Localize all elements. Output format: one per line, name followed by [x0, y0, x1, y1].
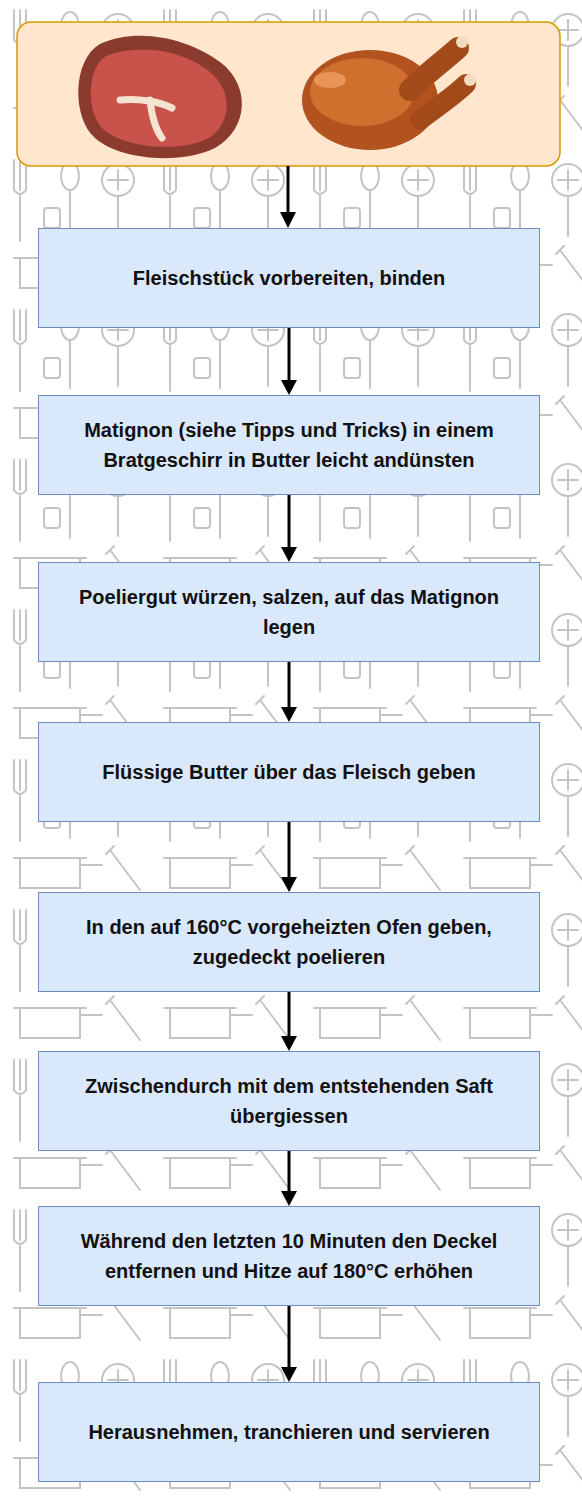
flow-arrow	[281, 662, 297, 722]
chicken-icon	[302, 36, 476, 150]
flow-arrow	[281, 1306, 297, 1382]
flow-arrow	[281, 1151, 297, 1206]
process-box: In den auf 160°C vorgeheizten Ofen geben…	[38, 892, 540, 992]
flow-arrow	[281, 992, 297, 1051]
flow-arrow	[281, 822, 297, 892]
process-box: Poeliergut würzen, salzen, auf das Matig…	[38, 562, 540, 662]
step-text: Fleischstück vorbereiten, binden	[133, 263, 445, 293]
flow-arrow	[281, 328, 297, 395]
step-text: Poeliergut würzen, salzen, auf das Matig…	[53, 582, 525, 642]
steak-icon	[78, 36, 242, 158]
process-box: Fleischstück vorbereiten, binden	[38, 228, 540, 328]
flow-arrow	[281, 495, 297, 562]
step-text: Herausnehmen, tranchieren und servieren	[88, 1417, 489, 1447]
header-panel	[17, 22, 560, 166]
step-text: In den auf 160°C vorgeheizten Ofen geben…	[53, 912, 525, 972]
process-box: Matignon (siehe Tipps und Tricks) in ein…	[38, 395, 540, 495]
process-box: Herausnehmen, tranchieren und servieren	[38, 1382, 540, 1482]
step-text: Matignon (siehe Tipps und Tricks) in ein…	[53, 415, 525, 475]
process-box: Zwischendurch mit dem entstehenden Saft …	[38, 1051, 540, 1151]
process-box: Während den letzten 10 Minuten den Decke…	[38, 1206, 540, 1306]
step-text: Flüssige Butter über das Fleisch geben	[102, 757, 475, 787]
header-arrow	[280, 166, 296, 228]
step-text: Während den letzten 10 Minuten den Decke…	[53, 1226, 525, 1286]
step-text: Zwischendurch mit dem entstehenden Saft …	[53, 1071, 525, 1131]
process-box: Flüssige Butter über das Fleisch geben	[38, 722, 540, 822]
